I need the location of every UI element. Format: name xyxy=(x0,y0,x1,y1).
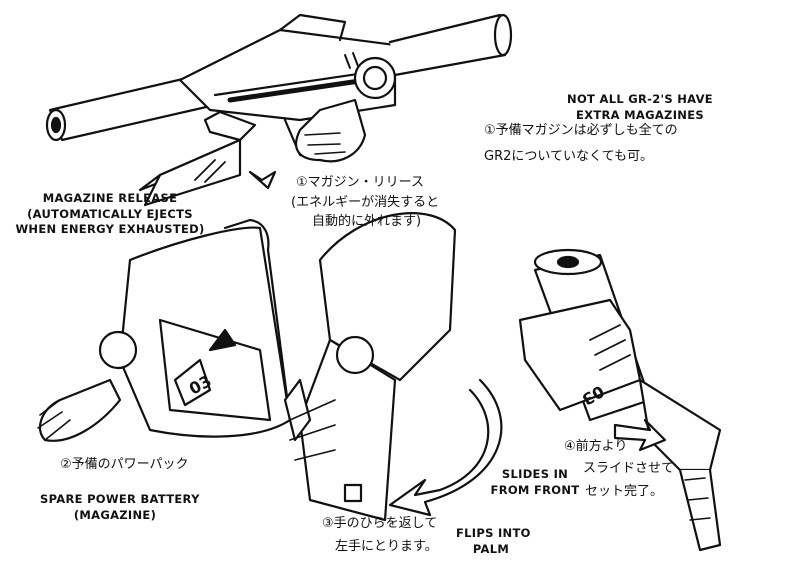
note-slide-en: SLIDES IN FROM FRONT xyxy=(490,467,580,497)
note-flip-en: FLIPS INTO PALM xyxy=(456,526,531,556)
note-magazine-release-jp-3: 自動的に外れます) xyxy=(312,214,422,229)
note-slide-jp-1: ④前方より xyxy=(564,439,628,454)
note-spare-battery-en: SPARE POWER BATTERY (MAGAZINE) xyxy=(40,492,200,522)
note-extra-magazines-en: NOT ALL GR-2'S HAVE EXTRA MAGAZINES xyxy=(560,92,720,122)
spare-battery-hand-drawing xyxy=(37,218,292,442)
text-line: EXTRA MAGAZINES xyxy=(576,107,704,122)
note-slide-jp-2: スライドさせて xyxy=(583,461,675,476)
text-line: FROM FRONT xyxy=(490,482,580,497)
flip-arrow-icon xyxy=(388,378,503,517)
note-extra-magazines-jp-1: ①予備マガジンは必ずしも全ての xyxy=(484,123,678,138)
note-flip-jp-1: ③手のひらを返して xyxy=(322,516,438,531)
note-spare-battery-jp: ②予備のパワーパック xyxy=(60,457,189,472)
note-magazine-release-jp-1: ①マガジン・リリース xyxy=(296,175,425,190)
flipping-hand-drawing xyxy=(283,212,503,522)
text-line: PALM xyxy=(472,541,510,556)
note-extra-magazines-jp-2: GR2についていなくても可。 xyxy=(484,149,653,164)
rifle-drawing xyxy=(45,13,513,163)
text-line: (AUTOMATICALLY EJECTS xyxy=(27,206,193,221)
text-line: (MAGAZINE) xyxy=(73,507,157,522)
slide-arrow-icon xyxy=(613,418,667,452)
text-line: MAGAZINE RELEASE xyxy=(42,191,178,205)
text-line: NOT ALL GR-2'S HAVE xyxy=(567,92,713,106)
ejected-magazine-drawing xyxy=(138,110,277,207)
note-magazine-release-en: MAGAZINE RELEASE (AUTOMATICALLY EJECTS W… xyxy=(5,191,215,236)
text-line: SPARE POWER BATTERY xyxy=(40,492,200,506)
text-line: SLIDES IN xyxy=(501,467,569,481)
note-magazine-release-jp-2: (エネルギーが消失すると xyxy=(291,195,440,210)
slide-in-magazine-drawing xyxy=(518,248,722,552)
note-slide-jp-3: セット完了。 xyxy=(585,484,664,499)
text-line: WHEN ENERGY EXHAUSTED) xyxy=(15,222,205,236)
note-flip-jp-2: 左手にとります。 xyxy=(335,539,438,554)
text-line: FLIPS INTO xyxy=(456,526,531,540)
eject-arrow-icon xyxy=(248,170,277,190)
